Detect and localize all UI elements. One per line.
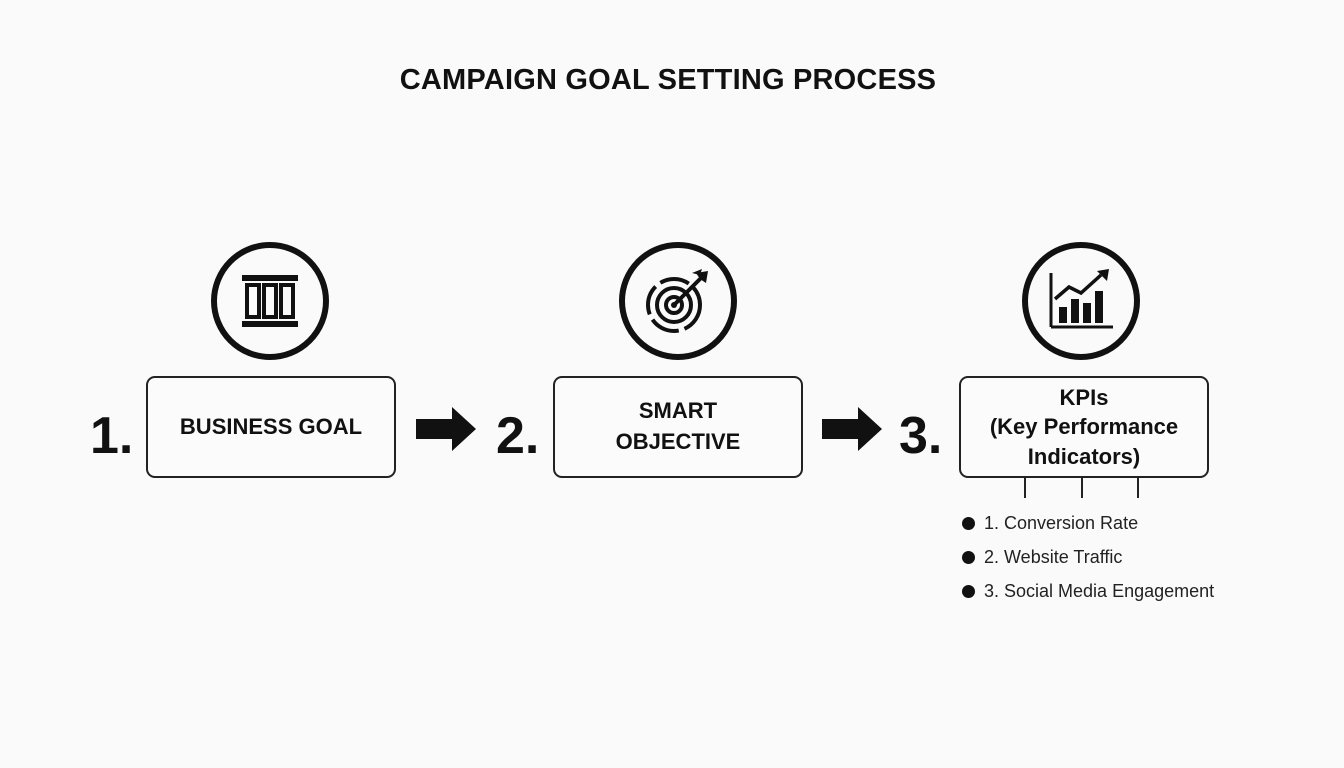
step-2-box: SMART OBJECTIVE	[553, 376, 803, 478]
kpi-label: 2. Website Traffic	[984, 546, 1123, 567]
kpi-label: 1. Conversion Rate	[984, 512, 1139, 533]
kpi-connector	[1024, 478, 1026, 498]
arrow-right-icon	[822, 407, 882, 451]
kpi-list: 1. Conversion Rate 2. Website Traffic 3.…	[962, 506, 1214, 608]
pillars-icon	[242, 275, 298, 327]
bullet-icon	[962, 516, 975, 530]
list-item: 1. Conversion Rate	[962, 506, 1214, 540]
step-1-label: BUSINESS GOAL	[179, 413, 363, 439]
kpi-connector	[1137, 478, 1139, 498]
step-3-label-line-2: (Key Performance	[989, 414, 1179, 440]
kpi-connector	[1081, 478, 1083, 498]
step-3-label-line-3: Indicators)	[1027, 443, 1141, 469]
target-arrow-icon	[646, 269, 708, 333]
step-2-label-line-2: OBJECTIVE	[615, 429, 741, 454]
step-1-number: 1.	[90, 407, 134, 465]
arrow-right-icon	[416, 407, 476, 451]
step-2-icon-circle	[619, 242, 737, 360]
bullet-icon	[962, 550, 975, 564]
diagram-title: CAMPAIGN GOAL SETTING PROCESS	[399, 64, 937, 96]
bullet-icon	[962, 584, 975, 598]
list-item: 3. Social Media Engagement	[962, 574, 1214, 608]
list-item: 2. Website Traffic	[962, 540, 1214, 574]
step-3-box: KPIs (Key Performance Indicators)	[959, 376, 1209, 478]
step-3-number: 3.	[899, 407, 943, 465]
step-1-icon-circle	[211, 242, 329, 360]
step-1-box: BUSINESS GOAL	[146, 376, 396, 478]
step-2-number: 2.	[496, 407, 540, 465]
step-3-label-line-1: KPIs	[1059, 385, 1109, 411]
kpi-label: 3. Social Media Engagement	[984, 580, 1215, 601]
bar-chart-growth-icon	[1049, 269, 1113, 329]
step-2-label-line-1: SMART	[638, 398, 718, 424]
step-3-icon-circle	[1022, 242, 1140, 360]
